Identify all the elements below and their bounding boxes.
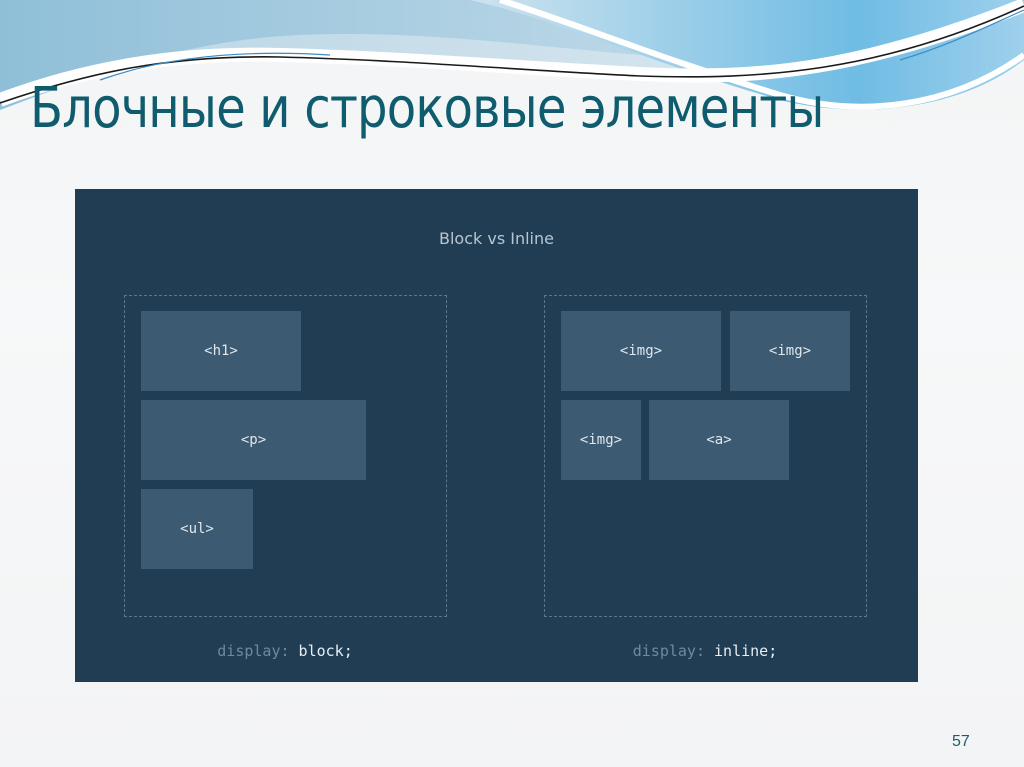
block-container: [124, 295, 447, 617]
block-element-ul: <ul>: [141, 489, 253, 569]
inline-caption-property: display:: [632, 642, 705, 660]
inline-element-img-3: <img>: [561, 400, 641, 480]
block-caption: display: block;: [125, 642, 445, 660]
inline-caption-value: inline;: [714, 642, 778, 660]
inline-element-img-1: <img>: [561, 311, 721, 391]
slide-title: Блочные и строковые элементы: [30, 76, 824, 141]
inline-element-a: <a>: [649, 400, 789, 480]
inline-element-img-2: <img>: [730, 311, 850, 391]
decorative-waves: [0, 0, 1024, 110]
inline-container: [544, 295, 867, 617]
block-caption-value: block;: [298, 642, 353, 660]
block-caption-property: display:: [217, 642, 290, 660]
figure-title: Block vs Inline: [439, 229, 554, 248]
block-element-h1: <h1>: [141, 311, 301, 391]
inline-caption: display: inline;: [545, 642, 865, 660]
block-element-p: <p>: [141, 400, 366, 480]
block-vs-inline-figure: Block vs Inline <h1> <p> <ul> display: b…: [75, 189, 918, 682]
page-number: 57: [952, 733, 970, 750]
